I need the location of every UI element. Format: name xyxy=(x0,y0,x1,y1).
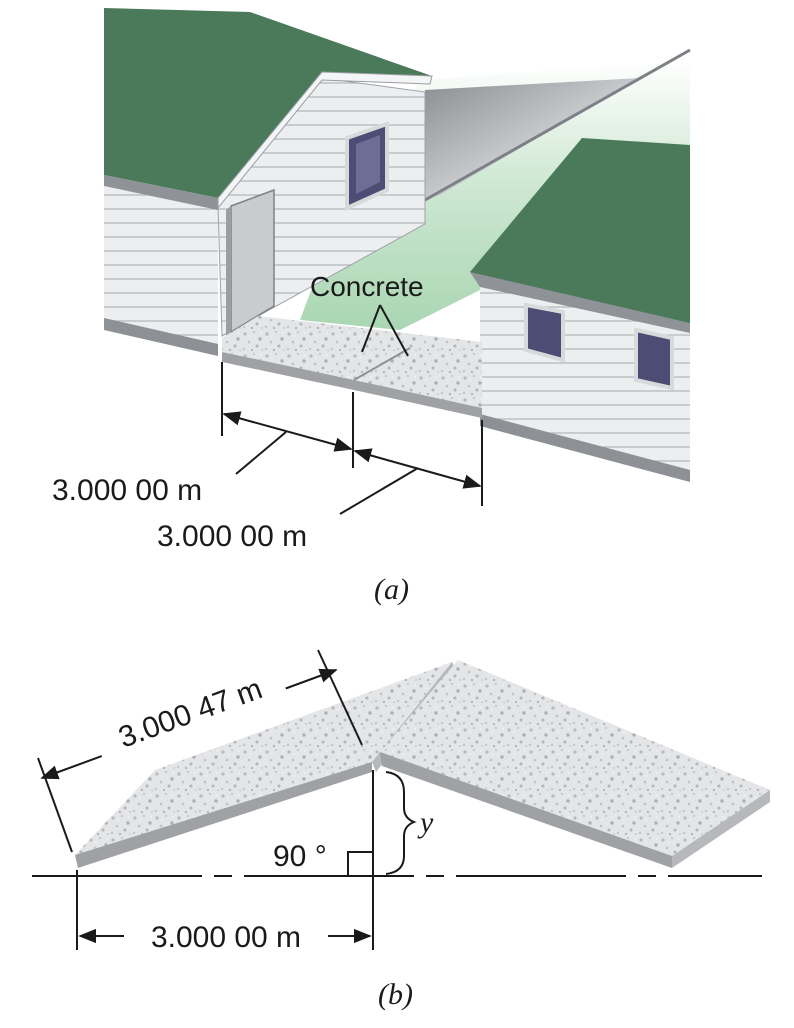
concrete-walkway xyxy=(222,316,482,408)
height-symbol: y xyxy=(417,806,434,839)
right-house-window-1 xyxy=(524,302,565,363)
width-dimension-arrow-1 xyxy=(222,411,353,452)
left-house-foundation xyxy=(104,318,218,356)
concrete-label: Concrete xyxy=(310,271,424,302)
base-length-label: 3.000 00 m xyxy=(151,921,301,954)
concrete-pointer-2 xyxy=(379,304,409,357)
right-slab-top xyxy=(380,660,770,856)
figure-a: Concrete 3.000 00 m 3.000 00 m (a) xyxy=(52,8,691,606)
left-house-fascia xyxy=(217,71,433,210)
concrete-edge xyxy=(222,352,482,418)
right-house-roof xyxy=(470,138,690,330)
right-house-foundation xyxy=(480,414,690,482)
left-house-door xyxy=(230,188,275,334)
right-angle-mark xyxy=(347,851,373,876)
caption-b: (b) xyxy=(378,978,413,1011)
left-slab-front xyxy=(75,762,372,868)
left-house-side-wall xyxy=(104,182,218,352)
right-slab-front xyxy=(380,752,672,868)
caption-a: (a) xyxy=(374,573,409,606)
width-label-2: 3.000 00 m xyxy=(157,520,307,553)
figure-b: 3.000 47 m 90 ° y 3.000 00 m (b) xyxy=(32,649,770,1011)
left-house-roof xyxy=(104,8,432,198)
right-house-window-2 xyxy=(634,327,674,391)
concrete-pointer-1 xyxy=(361,304,381,353)
height-brace xyxy=(385,771,417,875)
width-label-1: 3.000 00 m xyxy=(52,474,202,507)
left-house-roof-edge xyxy=(104,175,218,210)
angle-label: 90 ° xyxy=(273,840,327,873)
